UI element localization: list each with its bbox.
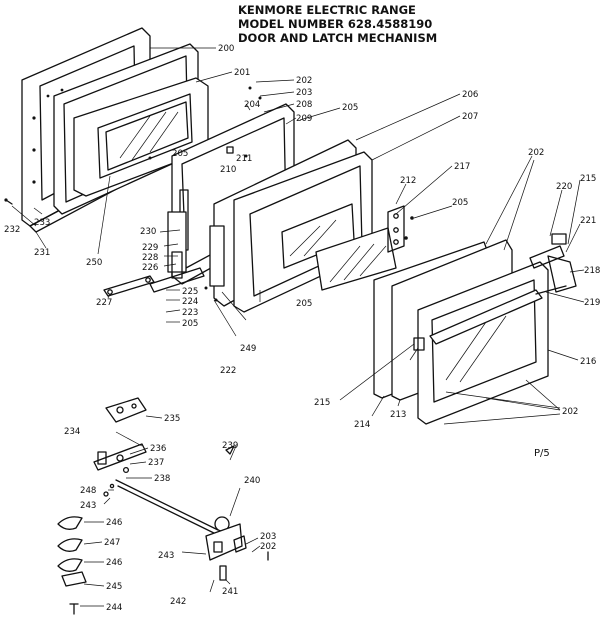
callout-203: 203 bbox=[296, 88, 312, 98]
callout-208: 208 bbox=[296, 100, 312, 110]
callout-204: 204 bbox=[244, 100, 260, 110]
door-handle bbox=[429, 233, 577, 345]
callout-240: 240 bbox=[244, 476, 260, 486]
upper-screws bbox=[4, 86, 414, 302]
title-line-2: MODEL NUMBER 628.4588190 bbox=[238, 17, 432, 31]
callout-220: 220 bbox=[556, 182, 572, 192]
callout-209: 209 bbox=[296, 114, 312, 124]
callout-203: 203 bbox=[260, 532, 276, 542]
callout-205: 205 bbox=[172, 149, 188, 159]
callout-229: 229 bbox=[142, 243, 158, 253]
callout-201: 201 bbox=[234, 68, 250, 78]
glass-retainer-bracket bbox=[387, 205, 405, 253]
callout-235: 235 bbox=[164, 414, 180, 424]
callout-228: 228 bbox=[142, 253, 158, 263]
callout-234: 234 bbox=[64, 427, 80, 437]
callout-200: 200 bbox=[218, 44, 234, 54]
callout-237: 237 bbox=[148, 458, 164, 468]
callout-249: 249 bbox=[240, 344, 256, 354]
callout-231: 231 bbox=[34, 248, 50, 258]
callout-216: 216 bbox=[580, 357, 596, 367]
callout-246: 246 bbox=[106, 558, 122, 568]
callout-202: 202 bbox=[528, 148, 544, 158]
callout-210: 210 bbox=[220, 165, 236, 175]
callout-245: 245 bbox=[106, 582, 122, 592]
callout-213: 213 bbox=[390, 410, 406, 420]
callout-223: 223 bbox=[182, 308, 198, 318]
callout-202: 202 bbox=[260, 542, 276, 552]
callout-221: 221 bbox=[580, 216, 596, 226]
callout-232: 232 bbox=[4, 225, 20, 235]
callout-222: 222 bbox=[220, 366, 236, 376]
callout-246: 246 bbox=[106, 518, 122, 528]
callout-227: 227 bbox=[96, 298, 112, 308]
inner-door-panel bbox=[213, 139, 373, 313]
callout-202: 202 bbox=[296, 76, 312, 86]
callout-243: 243 bbox=[80, 501, 96, 511]
callout-242: 242 bbox=[170, 597, 186, 607]
callout-230: 230 bbox=[140, 227, 156, 237]
callout-215: 215 bbox=[580, 174, 596, 184]
inner-glass-panel bbox=[315, 227, 397, 291]
title-line-1: KENMORE ELECTRIC RANGE bbox=[238, 3, 416, 17]
title-line-3: DOOR AND LATCH MECHANISM bbox=[238, 31, 437, 45]
callout-224: 224 bbox=[182, 297, 198, 307]
callout-219: 219 bbox=[584, 298, 600, 308]
callout-205: 205 bbox=[182, 319, 198, 329]
callout-205: 205 bbox=[296, 299, 312, 309]
callout-225: 225 bbox=[182, 287, 198, 297]
latch-mechanism bbox=[57, 397, 269, 615]
callout-238: 238 bbox=[154, 474, 170, 484]
callout-202: 202 bbox=[562, 407, 578, 417]
callout-217: 217 bbox=[454, 162, 470, 172]
callout-218: 218 bbox=[584, 266, 600, 276]
callout-labels: 200 201 202 203 204 208 205 209 206 207 … bbox=[4, 44, 600, 613]
callout-211: 211 bbox=[236, 154, 252, 164]
callout-205: 205 bbox=[452, 198, 468, 208]
hinge-assembly bbox=[103, 211, 225, 297]
callout-244: 244 bbox=[106, 603, 122, 613]
callout-226: 226 bbox=[142, 263, 158, 273]
diagram-title: KENMORE ELECTRIC RANGE MODEL NUMBER 628.… bbox=[238, 3, 437, 45]
callout-233: 233 bbox=[34, 218, 50, 228]
callout-239: 239 bbox=[222, 441, 238, 451]
callout-241: 241 bbox=[222, 587, 238, 597]
callout-236: 236 bbox=[150, 444, 166, 454]
callout-248: 248 bbox=[80, 486, 96, 496]
callout-243: 243 bbox=[158, 551, 174, 561]
callout-250: 250 bbox=[86, 258, 102, 268]
callout-214: 214 bbox=[354, 420, 370, 430]
page-reference: P/5 bbox=[534, 448, 550, 459]
callout-206: 206 bbox=[462, 90, 478, 100]
callout-207: 207 bbox=[462, 112, 478, 122]
callout-212: 212 bbox=[400, 176, 416, 186]
callout-215: 215 bbox=[314, 398, 330, 408]
leader-lines bbox=[11, 47, 585, 607]
callout-205: 205 bbox=[342, 103, 358, 113]
callout-247: 247 bbox=[104, 538, 120, 548]
